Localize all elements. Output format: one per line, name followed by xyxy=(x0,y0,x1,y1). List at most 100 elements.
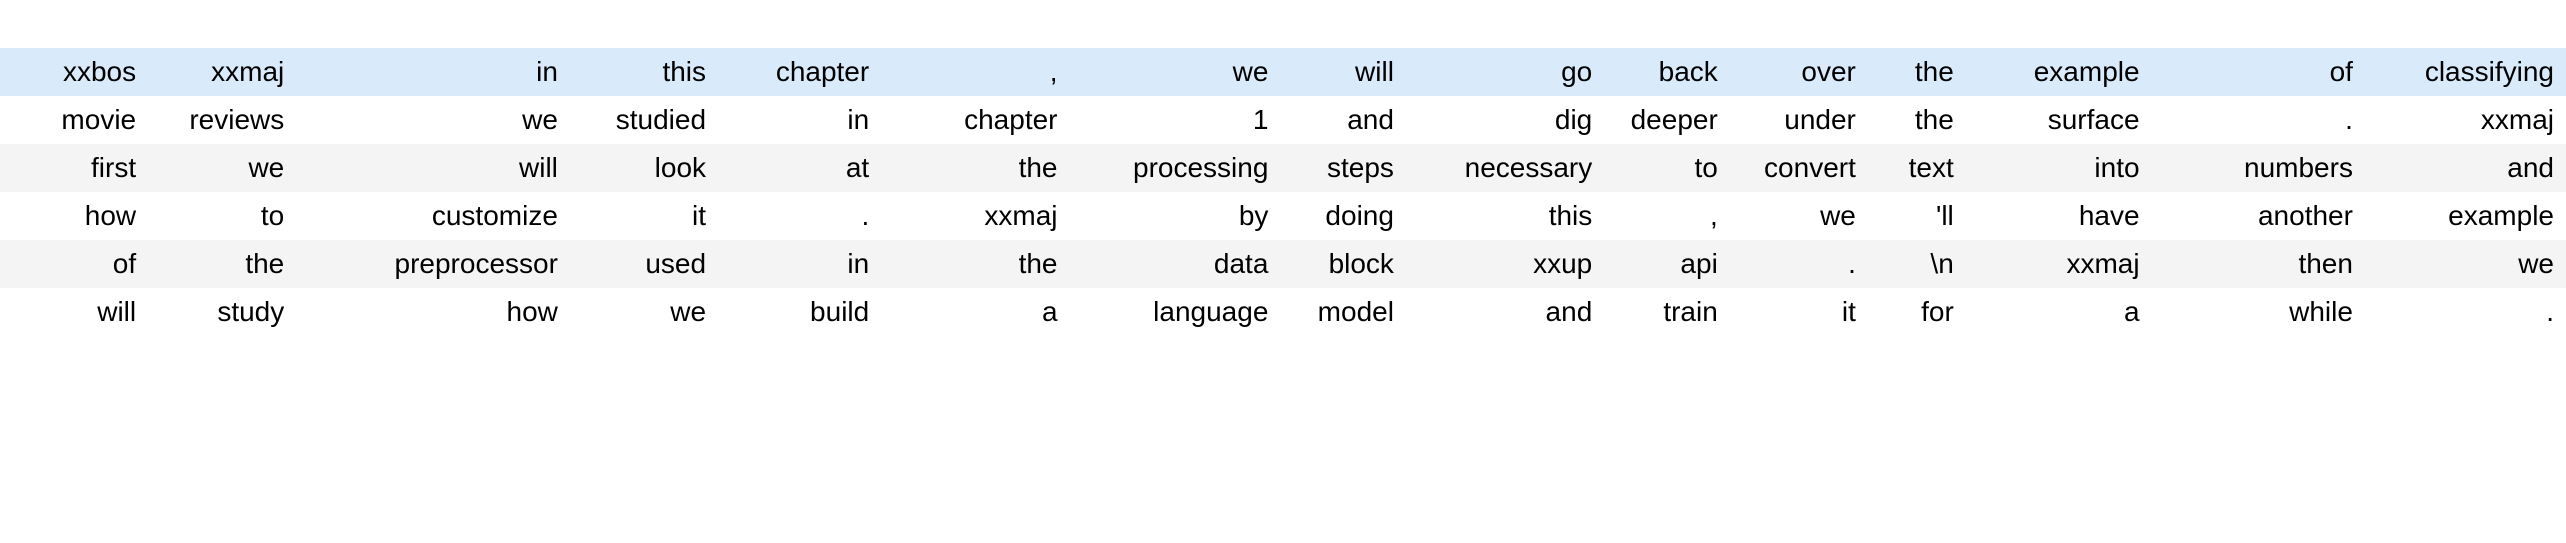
token-cell: in xyxy=(718,96,882,144)
token-cell: we xyxy=(2364,240,2566,288)
token-cell: we xyxy=(1069,48,1281,96)
token-cell: 'll xyxy=(1867,192,1966,240)
token-cell: chapter xyxy=(881,96,1070,144)
token-cell: xxup xyxy=(1405,240,1605,288)
token-cell: train xyxy=(1604,288,1730,336)
token-cell: a xyxy=(881,288,1070,336)
token-cell: how xyxy=(0,192,149,240)
token-cell: we xyxy=(1729,192,1868,240)
token-cell: into xyxy=(1965,144,2152,192)
token-cell: in xyxy=(296,48,570,96)
gutter-cell xyxy=(0,0,2566,48)
token-cell: we xyxy=(296,96,570,144)
token-cell: example xyxy=(1965,48,2152,96)
table-top-gutter xyxy=(0,0,2566,48)
token-cell: model xyxy=(1280,288,1406,336)
token-cell: look xyxy=(569,144,719,192)
token-cell: dig xyxy=(1405,96,1605,144)
token-cell: and xyxy=(1280,96,1406,144)
token-cell: have xyxy=(1965,192,2152,240)
token-cell: chapter xyxy=(718,48,882,96)
token-cell: xxmaj xyxy=(1965,240,2152,288)
token-cell: we xyxy=(148,144,297,192)
token-cell: , xyxy=(881,48,1070,96)
token-cell: xxmaj xyxy=(2364,96,2566,144)
token-cell: at xyxy=(718,144,882,192)
token-cell: of xyxy=(0,240,149,288)
token-cell: the xyxy=(148,240,297,288)
token-cell: how xyxy=(296,288,570,336)
token-cell: api xyxy=(1604,240,1730,288)
token-cell: numbers xyxy=(2151,144,2365,192)
token-cell: and xyxy=(2364,144,2566,192)
token-cell: the xyxy=(881,144,1070,192)
token-cell: it xyxy=(1729,288,1868,336)
token-cell: then xyxy=(2151,240,2365,288)
token-cell: \n xyxy=(1867,240,1966,288)
token-cell: classifying xyxy=(2364,48,2566,96)
token-cell: xxmaj xyxy=(881,192,1070,240)
token-cell: a xyxy=(1965,288,2152,336)
token-cell: build xyxy=(718,288,882,336)
token-cell: xxbos xyxy=(0,48,149,96)
token-cell: while xyxy=(2151,288,2365,336)
token-cell: xxmaj xyxy=(148,48,297,96)
token-cell: the xyxy=(881,240,1070,288)
token-cell: this xyxy=(569,48,719,96)
token-cell: by xyxy=(1069,192,1281,240)
token-cell: another xyxy=(2151,192,2365,240)
token-cell: used xyxy=(569,240,719,288)
token-cell: under xyxy=(1729,96,1868,144)
token-cell: of xyxy=(2151,48,2365,96)
token-cell: necessary xyxy=(1405,144,1605,192)
token-cell: data xyxy=(1069,240,1281,288)
token-cell: for xyxy=(1867,288,1966,336)
token-cell: . xyxy=(718,192,882,240)
token-cell: processing xyxy=(1069,144,1281,192)
token-cell: language xyxy=(1069,288,1281,336)
token-cell: will xyxy=(1280,48,1406,96)
token-cell: to xyxy=(148,192,297,240)
token-cell: , xyxy=(1604,192,1730,240)
token-cell: studied xyxy=(569,96,719,144)
token-cell: convert xyxy=(1729,144,1868,192)
token-cell: block xyxy=(1280,240,1406,288)
token-cell: first xyxy=(0,144,149,192)
token-cell: in xyxy=(718,240,882,288)
token-cell: movie xyxy=(0,96,149,144)
token-cell: we xyxy=(569,288,719,336)
token-cell: . xyxy=(2364,288,2566,336)
table-bottom-gutter xyxy=(0,336,2566,384)
token-cell: over xyxy=(1729,48,1868,96)
token-cell: customize xyxy=(296,192,570,240)
token-cell: study xyxy=(148,288,297,336)
token-cell: the xyxy=(1867,48,1966,96)
token-cell: the xyxy=(1867,96,1966,144)
token-cell: reviews xyxy=(148,96,297,144)
token-cell: go xyxy=(1405,48,1605,96)
token-cell: doing xyxy=(1280,192,1406,240)
token-cell: it xyxy=(569,192,719,240)
token-cell: will xyxy=(0,288,149,336)
token-cell: to xyxy=(1604,144,1730,192)
token-cell: deeper xyxy=(1604,96,1730,144)
token-cell: text xyxy=(1867,144,1966,192)
token-cell: example xyxy=(2364,192,2566,240)
token-cell: preprocessor xyxy=(296,240,570,288)
token-cell: and xyxy=(1405,288,1605,336)
token-cell: will xyxy=(296,144,570,192)
token-cell: back xyxy=(1604,48,1730,96)
token-cell: . xyxy=(1729,240,1868,288)
token-cell: this xyxy=(1405,192,1605,240)
gutter-cell xyxy=(0,336,2566,384)
token-cell: surface xyxy=(1965,96,2152,144)
